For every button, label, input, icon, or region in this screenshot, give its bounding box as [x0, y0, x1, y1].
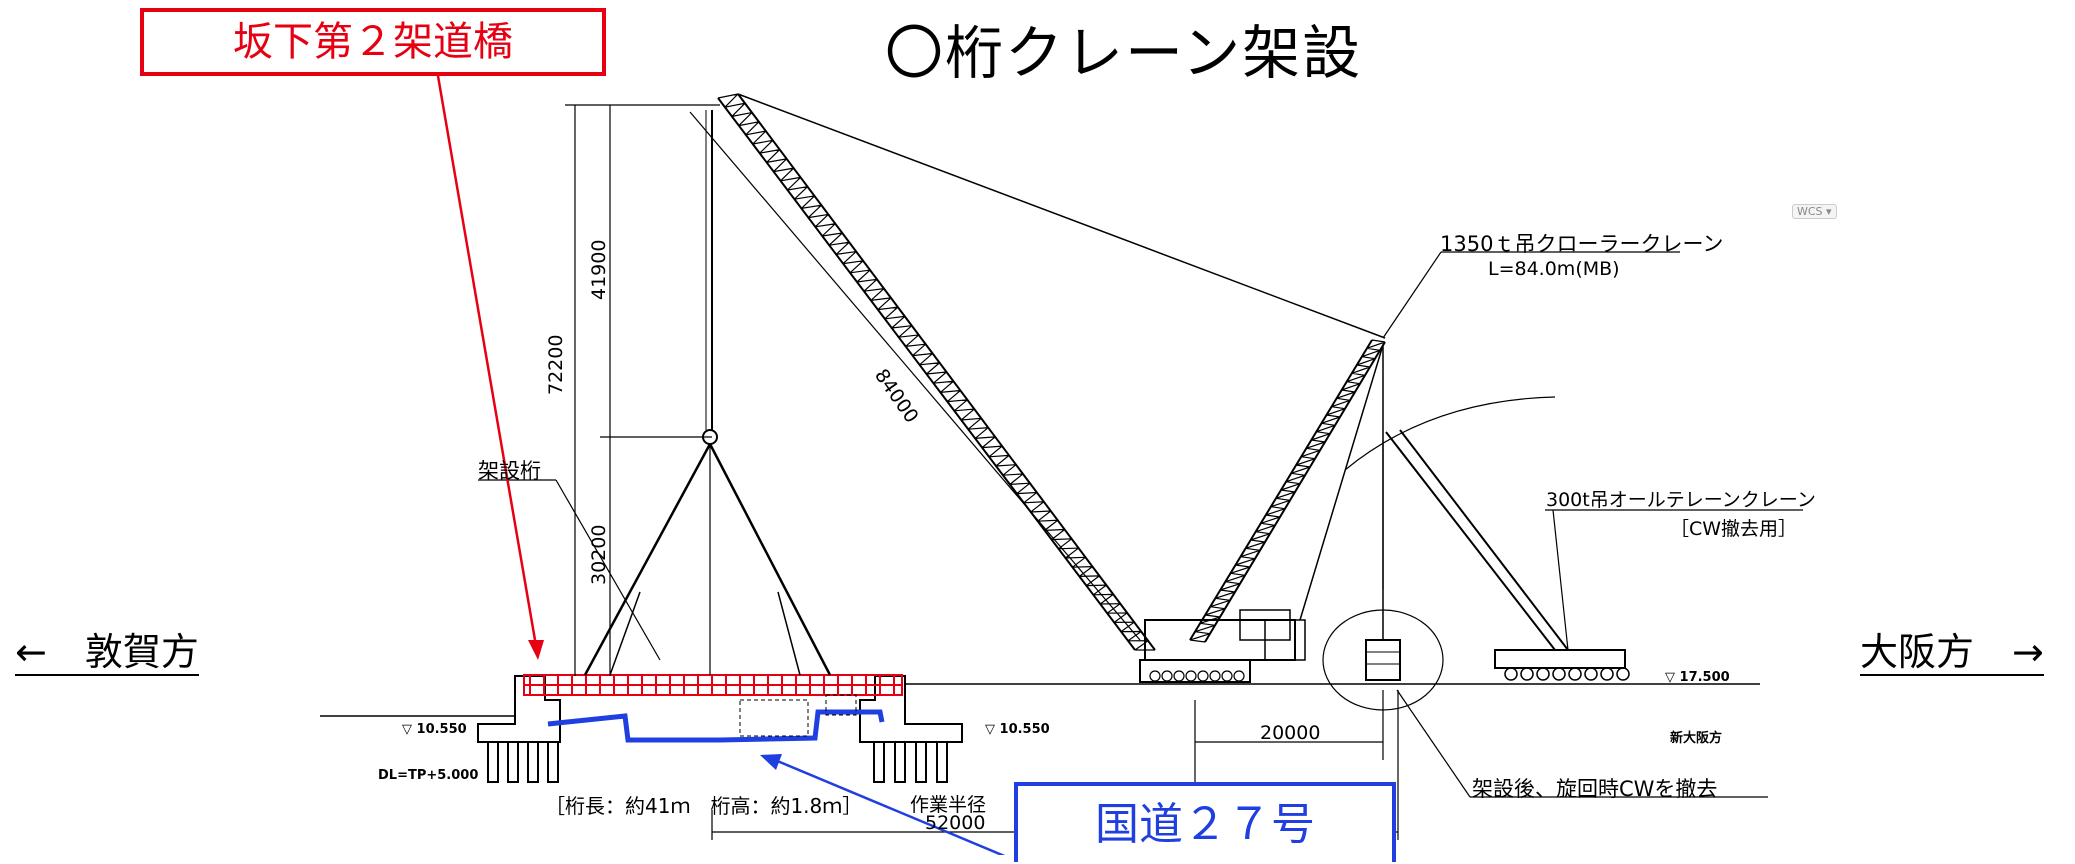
shin-osaka-label: 新大阪方 [1670, 731, 1723, 746]
sub-crane [1344, 396, 1630, 681]
girder-label: 架設桁 [478, 459, 541, 483]
girder-spec-label: ［桁長：約41ｍ 桁高：約1.8ｍ］ [545, 794, 863, 818]
right-abutment [859, 675, 963, 783]
wcs-indicator[interactable]: WCS ▾ [1792, 204, 1837, 219]
main-crane-length-label: L=84.0m(MB) [1488, 258, 1620, 280]
sub-crane-label: 300t吊オールテレーンクレーン [1546, 489, 1816, 511]
dim-upper-height: 41900 [588, 239, 610, 300]
cw-removal-label: 架設後、旋回時CWを撤去 [1472, 777, 1718, 801]
page-title: 〇桁クレーン架設 [885, 19, 1363, 87]
dim-total-height: 72200 [545, 334, 567, 395]
level-right-abutment: ▽ 10.550 [985, 722, 1050, 737]
left-abutment [477, 675, 561, 783]
dim-lower-height: 30200 [588, 524, 610, 585]
bridge-callout: 坂下第２架道橋 [140, 8, 606, 76]
road-structures [739, 694, 857, 737]
main-crane-label: 1350ｔ吊クローラークレーン [1440, 232, 1724, 256]
direction-left: ← 敦賀方 [15, 630, 199, 676]
dim-work-radius: 52000 [925, 812, 986, 834]
direction-right: 大阪方 → [1860, 630, 2044, 676]
work-radius-label: 作業半径 [910, 794, 987, 816]
red-arrow [436, 75, 544, 660]
level-crane-ground: ▽ 17.500 [1665, 670, 1730, 685]
road-section [547, 709, 885, 743]
sub-crane-purpose-label: ［CW撤去用］ [1670, 518, 1798, 540]
leader-lines [478, 251, 1803, 798]
datum-label: DL=TP+5.000 [378, 768, 479, 783]
road-callout: 国道２７号 [1014, 782, 1396, 862]
level-left-abutment: ▽ 10.550 [402, 722, 467, 737]
blue-arrow [760, 754, 1006, 855]
girder [523, 674, 903, 696]
main-crane [583, 93, 1386, 683]
dim-cw-distance: 20000 [1260, 722, 1321, 744]
